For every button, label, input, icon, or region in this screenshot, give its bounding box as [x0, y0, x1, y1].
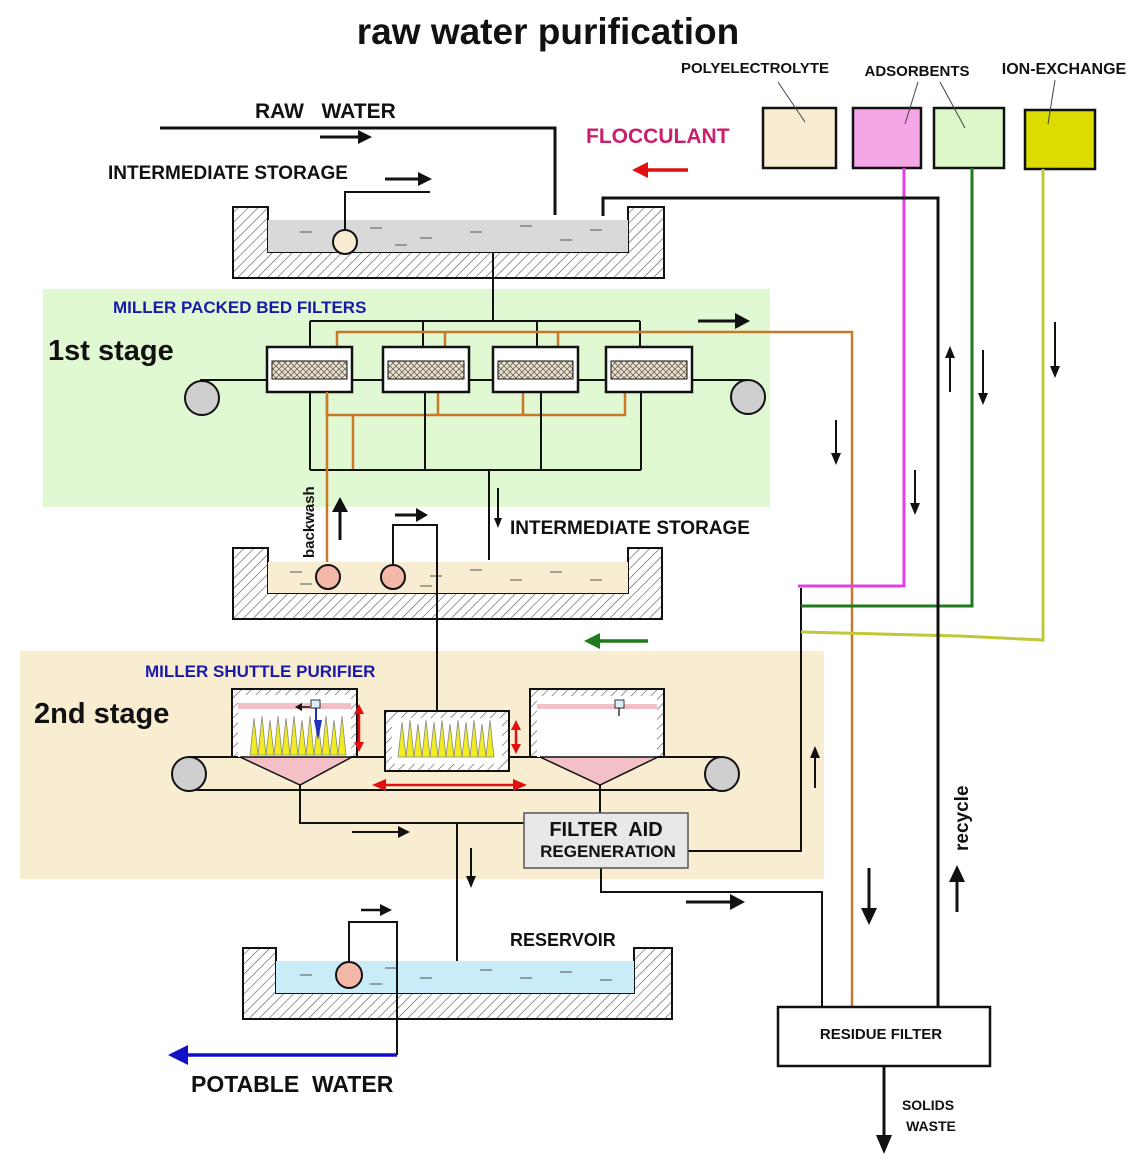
solids-waste-arrow — [876, 1135, 892, 1154]
ion-exchange-tank — [1023, 108, 1097, 171]
recycle-line — [601, 196, 940, 1008]
adsorbents-tank-1 — [851, 106, 923, 170]
potable-water-arrow — [168, 1045, 188, 1065]
ion-exchange-label: ION-EXCHANGE — [1002, 61, 1127, 78]
shuttle-purifier-unit-3 — [529, 688, 665, 786]
solids-label: SOLIDS — [902, 1097, 954, 1113]
stage2-title: MILLER SHUTTLE PURIFIER — [145, 662, 375, 681]
adsorbents-tank-2 — [932, 106, 1006, 170]
intermediate-storage-mid-label: INTERMEDIATE STORAGE — [510, 518, 750, 539]
stage1-title: MILLER PACKED BED FILTERS — [113, 298, 366, 317]
stage2-label: 2nd stage — [34, 698, 169, 730]
raw-water-arrow — [358, 130, 372, 144]
reservoir-label: RESERVOIR — [510, 930, 616, 950]
diagram-title: raw water purification — [357, 11, 739, 52]
intermediate-storage-mid-tank — [232, 508, 663, 712]
shuttle-purifier-unit-1 — [231, 688, 358, 786]
filter-aid-regeneration-box: FILTER AID REGENERATION — [523, 812, 689, 869]
intermediate-storage-top-tank — [232, 172, 665, 279]
packed-bed-filters — [265, 345, 694, 394]
stage1-feed-pipes — [309, 252, 641, 350]
adsorbents-label: ADSORBENTS — [864, 63, 969, 80]
additive-tanks — [761, 79, 1097, 171]
filter-aid-label-line1: FILTER AID — [549, 819, 662, 841]
waste-label: WASTE — [906, 1118, 956, 1134]
polyelectrolyte-tank — [761, 106, 838, 170]
raw-water-label: RAW WATER — [255, 100, 396, 123]
residue-filter-box: RESIDUE FILTER — [776, 1005, 992, 1068]
flocculant-label: FLOCCULANT — [586, 125, 730, 148]
residue-filter-label: RESIDUE FILTER — [820, 1026, 942, 1043]
additive-supply-lines — [798, 168, 1045, 642]
polyelectrolyte-label: POLYELECTROLYTE — [681, 60, 829, 77]
packed-bed-filter-2 — [381, 345, 471, 394]
reservoir-tank — [242, 904, 673, 1055]
stage2-pipes — [299, 588, 823, 1008]
stage1-outlet-pipes — [309, 392, 642, 560]
shuttle-purifier-unit-2 — [384, 710, 510, 772]
intermediate-storage-top-label: INTERMEDIATE STORAGE — [108, 163, 348, 184]
flocculant-arrow — [632, 162, 648, 178]
backwash-label: backwash — [301, 486, 318, 558]
stage1-label: 1st stage — [48, 335, 174, 367]
potable-water-label: POTABLE WATER — [191, 1071, 394, 1097]
packed-bed-filter-4 — [604, 345, 694, 394]
packed-bed-filter-1 — [265, 345, 354, 394]
recycle-label: recycle — [952, 785, 973, 851]
filter-aid-label-line2: REGENERATION — [540, 842, 676, 861]
packed-bed-filter-3 — [491, 345, 580, 394]
